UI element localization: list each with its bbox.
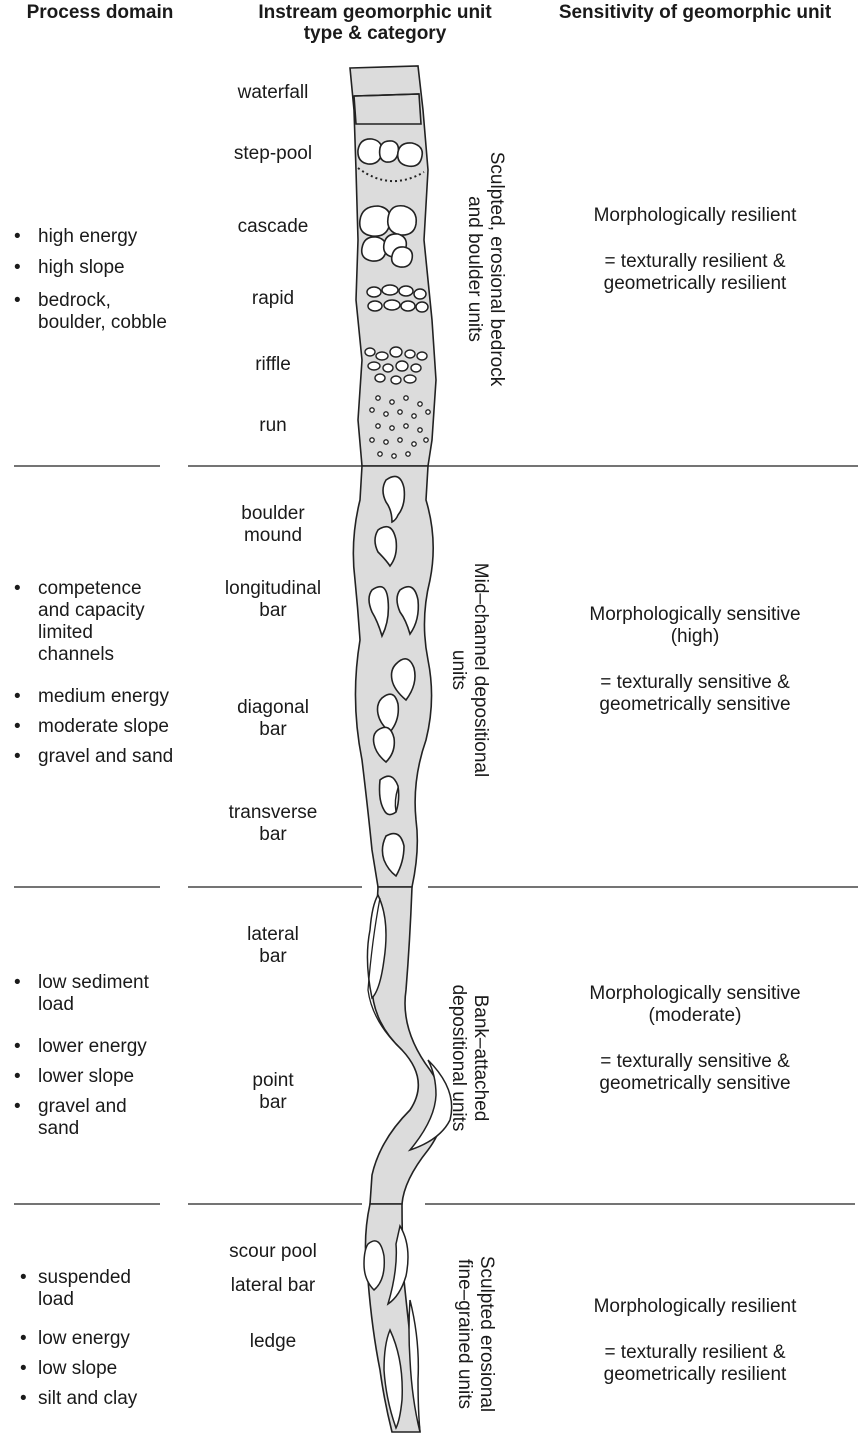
unit-label-run: run — [210, 415, 336, 437]
unit-label-ledge: ledge — [210, 1331, 336, 1353]
category-label: Mid–channel depositional units — [443, 540, 491, 800]
bullet-icon: • — [20, 1358, 27, 1380]
process-item: • lower slope — [14, 1066, 204, 1090]
boulder — [358, 139, 382, 164]
process-item: • silt and clay — [20, 1388, 210, 1412]
bullet-icon: • — [14, 972, 21, 994]
cobble — [384, 300, 400, 310]
process-text: gravel and sand — [38, 746, 173, 768]
unit-label-lateral-bar: lateral bar — [210, 924, 336, 968]
process-text: low sediment load — [38, 972, 149, 1016]
process-item: • low energy — [20, 1328, 210, 1352]
cobble — [367, 287, 381, 297]
process-text: low energy — [38, 1328, 130, 1350]
process-item: • high energy — [14, 226, 204, 250]
unit-label-diagonal-bar: diagonal bar — [210, 697, 336, 741]
process-item: • gravel and sand — [14, 746, 214, 770]
sensitivity-detail: = texturally sensitive & geometrically s… — [550, 1051, 840, 1095]
process-text: silt and clay — [38, 1388, 137, 1410]
process-item: • moderate slope — [14, 716, 214, 740]
process-item: • low sediment load — [14, 972, 204, 1020]
process-item: • gravel and sand — [14, 1096, 204, 1144]
cobble — [368, 301, 382, 311]
cobble — [399, 286, 413, 296]
unit-label-waterfall: waterfall — [210, 82, 336, 104]
process-text: high slope — [38, 257, 125, 279]
boulder — [398, 143, 423, 166]
category-label: Sculpted erosional fine–grained units — [449, 1224, 497, 1444]
cobble — [414, 289, 426, 299]
process-item: • competence and capacity limited channe… — [14, 578, 204, 670]
boulder — [362, 237, 387, 261]
cobble — [401, 301, 415, 311]
bullet-icon: • — [14, 1066, 21, 1088]
process-text: competence and capacity limited channels — [38, 578, 145, 666]
process-text: low slope — [38, 1358, 117, 1380]
process-text: lower energy — [38, 1036, 147, 1058]
category-label: Bank–attached depositional units — [443, 963, 491, 1153]
process-text: gravel and sand — [38, 1096, 127, 1140]
channel-upper — [350, 66, 436, 466]
boulder — [360, 206, 391, 236]
bullet-icon: • — [14, 257, 21, 279]
category-label: Sculpted, erosional bedrock and boulder … — [459, 124, 507, 414]
sensitivity-title: Morphologically resilient — [550, 205, 840, 227]
process-text: lower slope — [38, 1066, 134, 1088]
bullet-icon: • — [14, 746, 21, 768]
unit-label-boulder-mound: boulder mound — [210, 503, 336, 547]
bullet-icon: • — [14, 1036, 21, 1058]
cobble — [416, 302, 428, 312]
bullet-icon: • — [14, 578, 21, 600]
sensitivity-detail: = texturally resilient & geometrically r… — [550, 1342, 840, 1386]
unit-label-point-bar: point bar — [210, 1070, 336, 1114]
unit-label-cascade: cascade — [210, 216, 336, 238]
sensitivity-title: Morphologically resilient — [550, 1296, 840, 1318]
process-item: • bedrock, boulder, cobble — [14, 290, 204, 338]
unit-label-step-pool: step-pool — [210, 143, 336, 165]
bullet-icon: • — [14, 226, 21, 248]
unit-label-longitudinal-bar: longitudinal bar — [205, 578, 341, 622]
sensitivity-detail: = texturally sensitive & geometrically s… — [550, 672, 840, 716]
sensitivity-title: Morphologically sensitive (high) — [550, 604, 840, 648]
process-text: suspended load — [38, 1267, 131, 1311]
sensitivity-title: Morphologically sensitive (moderate) — [550, 983, 840, 1027]
process-text: moderate slope — [38, 716, 169, 738]
unit-label-rapid: rapid — [210, 288, 336, 310]
cobble — [382, 285, 398, 295]
process-item: • low slope — [20, 1358, 210, 1382]
boulder — [392, 247, 413, 267]
unit-label-riffle: riffle — [210, 354, 336, 376]
sensitivity-detail: = texturally resilient & geometrically r… — [550, 251, 840, 295]
process-item: • lower energy — [14, 1036, 204, 1060]
process-text: high energy — [38, 226, 137, 248]
bullet-icon: • — [14, 290, 21, 312]
unit-label-transverse-bar: transverse bar — [210, 802, 336, 846]
process-text: medium energy — [38, 686, 169, 708]
bullet-icon: • — [20, 1328, 27, 1350]
bullet-icon: • — [14, 716, 21, 738]
process-item: • medium energy — [14, 686, 214, 710]
bullet-icon: • — [14, 1096, 21, 1118]
process-item: • high slope — [14, 257, 204, 281]
process-item: • suspended load — [20, 1267, 210, 1315]
boulder — [380, 141, 399, 162]
bullet-icon: • — [20, 1267, 27, 1289]
bullet-icon: • — [14, 686, 21, 708]
unit-label-lateral-bar-fine: lateral bar — [210, 1275, 336, 1297]
bullet-icon: • — [20, 1388, 27, 1410]
unit-label-scour-pool: scour pool — [210, 1241, 336, 1263]
process-text: bedrock, boulder, cobble — [38, 290, 167, 334]
boulder — [388, 206, 417, 235]
